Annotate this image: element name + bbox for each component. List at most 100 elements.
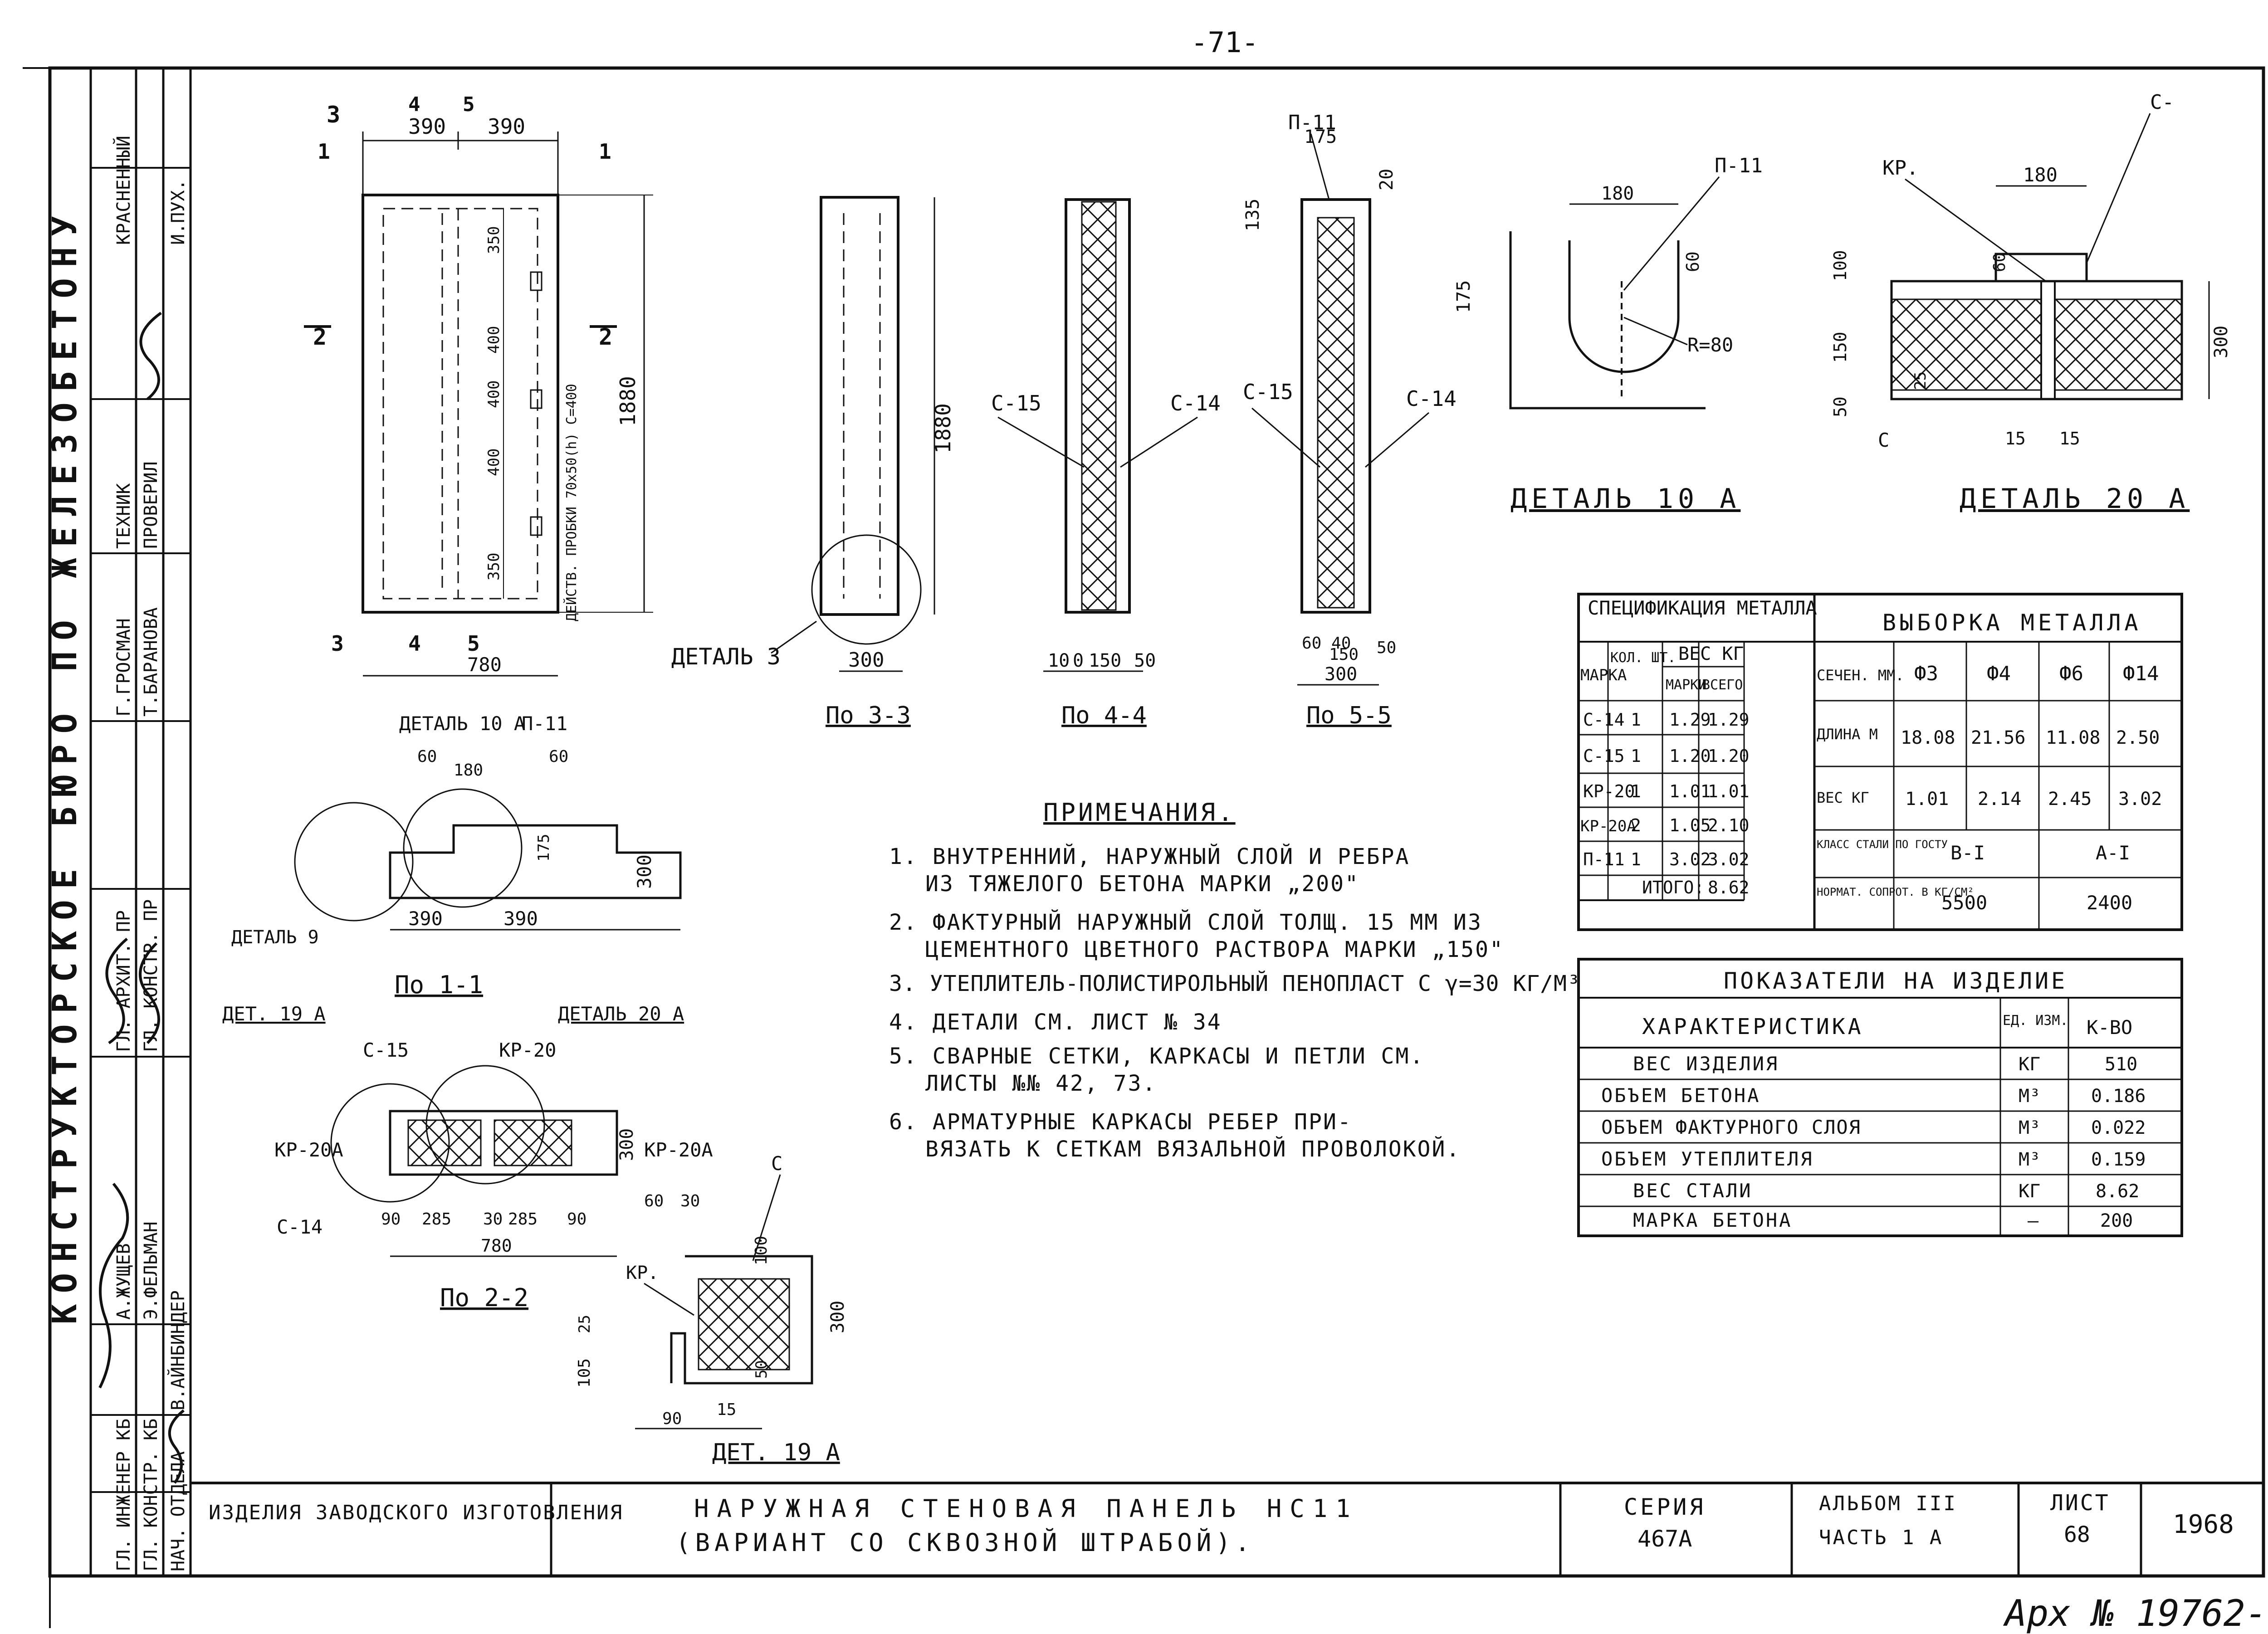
notes-title: ПРИМЕЧАНИЯ. [1043, 798, 1236, 827]
indicator-name: ОБЪЕМ БЕТОНА [1601, 1084, 1760, 1107]
spec-title: СПЕЦИФИКАЦИЯ МЕТАЛЛА [1588, 597, 1817, 619]
section-2-2: ДЕТ. 19 А ДЕТАЛЬ 20 А С-15 КР-20 КР-20А … [222, 1003, 713, 1312]
dimension-label: 390 [503, 907, 538, 930]
rebar-label: П-11 [1715, 154, 1763, 177]
metal-header: СЕЧЕН. ММ. [1817, 667, 1904, 684]
dimension-label: 780 [481, 1236, 512, 1256]
dimension-label: 15 [717, 1400, 736, 1419]
spec-weight-total: 1.01 [1708, 781, 1750, 801]
dimension-label: 100 [752, 1236, 771, 1265]
title-name-line1: НАРУЖНАЯ СТЕНОВАЯ ПАНЕЛЬ НС11 [694, 1494, 1359, 1523]
spec-mark: С-15 [1583, 746, 1625, 766]
stamp-role: ПРОВЕРИЛ [141, 461, 161, 549]
stamp-name: В.АЙНБИНДЕР [167, 1290, 189, 1410]
section-1-1: ДЕТАЛЬ 10 А П-11 60 180 60 175 390 390 3… [231, 712, 682, 999]
view-label: По 3-3 [826, 702, 911, 729]
rebar-label: С-14 [1170, 391, 1221, 415]
indicator-name: ВЕС ИЗДЕЛИЯ [1633, 1053, 1779, 1075]
rebar-label: П-11 [1288, 111, 1336, 134]
resistance: 2400 [2087, 892, 2132, 914]
spec-mark: П-11 [1583, 849, 1625, 869]
series-label: СЕРИЯ [1624, 1494, 1706, 1520]
rebar-label: С [771, 1152, 782, 1175]
detail-10a: 180 П-11 175 60 R=80 ДЕТАЛЬ 10 А [1453, 154, 1763, 515]
indicator-value: 0.186 [2091, 1086, 2146, 1107]
indicator-unit: КГ [2019, 1181, 2040, 1202]
dimension-label: 60 [549, 747, 568, 766]
col-header: КОЛ. ШТ. [1610, 650, 1676, 666]
view-label: ДЕТАЛЬ 10 А [1510, 483, 1740, 515]
stamp-name: И.ПУХ. [168, 180, 189, 245]
section-marker: 5 [463, 93, 475, 116]
stamp-name: А.ЖУЩЕВ [113, 1243, 134, 1320]
dimension-label: 10 [1048, 650, 1070, 671]
dimension-label: 300 [827, 1301, 848, 1333]
indicator-name: ОБЪЕМ УТЕПЛИТЕЛЯ [1601, 1148, 1814, 1170]
col-header: МАРКА [1580, 666, 1627, 684]
detail-callout: ДЕТАЛЬ 10 А [399, 712, 525, 735]
dimension-label: 50 [1134, 650, 1156, 671]
stamp-role: КРАСНЕННЫЙ [112, 136, 134, 245]
panel-elevation: 390 390 1880 350 400 400 400 350 ДЕЙСТВ.… [304, 93, 653, 677]
spec-total-value: 8.62 [1708, 878, 1750, 897]
section-marker: 2 [599, 324, 612, 350]
metal-length: 11.08 [2046, 727, 2100, 748]
spec-mark: КР-20А [1580, 817, 1636, 835]
steel-class: А-I [2096, 842, 2130, 864]
detail-19a: С КР. 60 30 100 300 105 25 50 90 15 ДЕТ.… [575, 1152, 848, 1466]
spec-weight: 1.05 [1669, 815, 1711, 835]
spec-weight-total: 3.02 [1708, 849, 1750, 869]
metal-header: Ф6 [2059, 662, 2083, 685]
rebar-label: С-15 [991, 391, 1041, 415]
metal-weight: 3.02 [2118, 789, 2162, 810]
indicator-unit: КГ [2019, 1054, 2040, 1075]
metal-header: Ф3 [1914, 662, 1938, 685]
indicator-name: ВЕС СТАЛИ [1633, 1180, 1753, 1202]
title-name-line2: (ВАРИАНТ СО СКВОЗНОЙ ШТРАБОЙ). [676, 1528, 1254, 1557]
rebar-label: КР. [1882, 156, 1918, 180]
view-label: По 2-2 [440, 1283, 528, 1312]
note-line: ЛИСТЫ №№ 42, 73. [925, 1071, 1157, 1096]
dimension-label: 50 [753, 1360, 771, 1379]
detail-callout: ДЕТАЛЬ 3 [671, 644, 781, 670]
spec-qty: 2 [1631, 815, 1641, 835]
indicator-value: 8.62 [2096, 1181, 2139, 1202]
dimension-label: 390 [408, 114, 446, 139]
note-line: 5. СВАРНЫЕ СЕТКИ, КАРКАСЫ И ПЕТЛИ СМ. [889, 1044, 1424, 1069]
spec-qty: 1 [1631, 781, 1641, 801]
spec-qty: 1 [1631, 746, 1641, 766]
indicator-value: 510 [2105, 1054, 2137, 1075]
spec-mark: КР-20 [1583, 781, 1635, 801]
dimension-label: 20 [1376, 169, 1397, 190]
col-header: ВЕС КГ [1678, 644, 1744, 664]
dimension-label: 0 [1073, 650, 1084, 671]
stamp-role: НАЧ. ОТДЕЛА [168, 1451, 189, 1571]
dimension-label: 175 [1453, 280, 1474, 313]
page-number: -71- [1191, 26, 1258, 59]
stamp-name: Т.БАРАНОВА [141, 607, 161, 717]
indicators-title: ПОКАЗАТЕЛИ НА ИЗДЕЛИЕ [1724, 968, 2068, 994]
resistance: 5500 [1941, 892, 1987, 914]
frame [23, 66, 2265, 1628]
spec-table: СПЕЦИФИКАЦИЯ МЕТАЛЛА ВЫБОРКА МЕТАЛЛА МАР… [1577, 593, 2183, 931]
note-line: 4. ДЕТАЛИ СМ. ЛИСТ № 34 [889, 1010, 1222, 1035]
dimension-label: 180 [454, 761, 483, 780]
section-3-3: 300 1880 ДЕТАЛЬ 3 По 3-3 [671, 196, 955, 729]
view-label: По 1-1 [395, 971, 483, 999]
steel-class: В-I [1950, 842, 1985, 864]
section-4-4: С-15 С-14 10 0 150 50 По 4-4 [991, 198, 1221, 729]
indicator-unit: М³ [2019, 1117, 2040, 1138]
strobe-note: ДЕЙСТВ. ПРОБКИ 70х50(h) С=400 [563, 384, 580, 621]
indicator-value: 0.022 [2091, 1117, 2146, 1138]
metal-row-label: ДЛИНА М [1817, 726, 1878, 743]
dimension-label: 175 [1304, 127, 1337, 147]
dimension-label: 175 [535, 834, 553, 862]
spec-qty: 1 [1631, 710, 1641, 730]
view-label: По 4-4 [1061, 702, 1147, 729]
col-header: ХАРАКТЕРИСТИКА [1642, 1014, 1864, 1039]
stamp-role: ГЛ. КОНСТР. КБ [141, 1419, 161, 1571]
dimension-label: 400 [485, 380, 503, 408]
detail-callout: ДЕТ. 19 А [222, 1003, 326, 1025]
section-marker: 4 [408, 631, 421, 656]
